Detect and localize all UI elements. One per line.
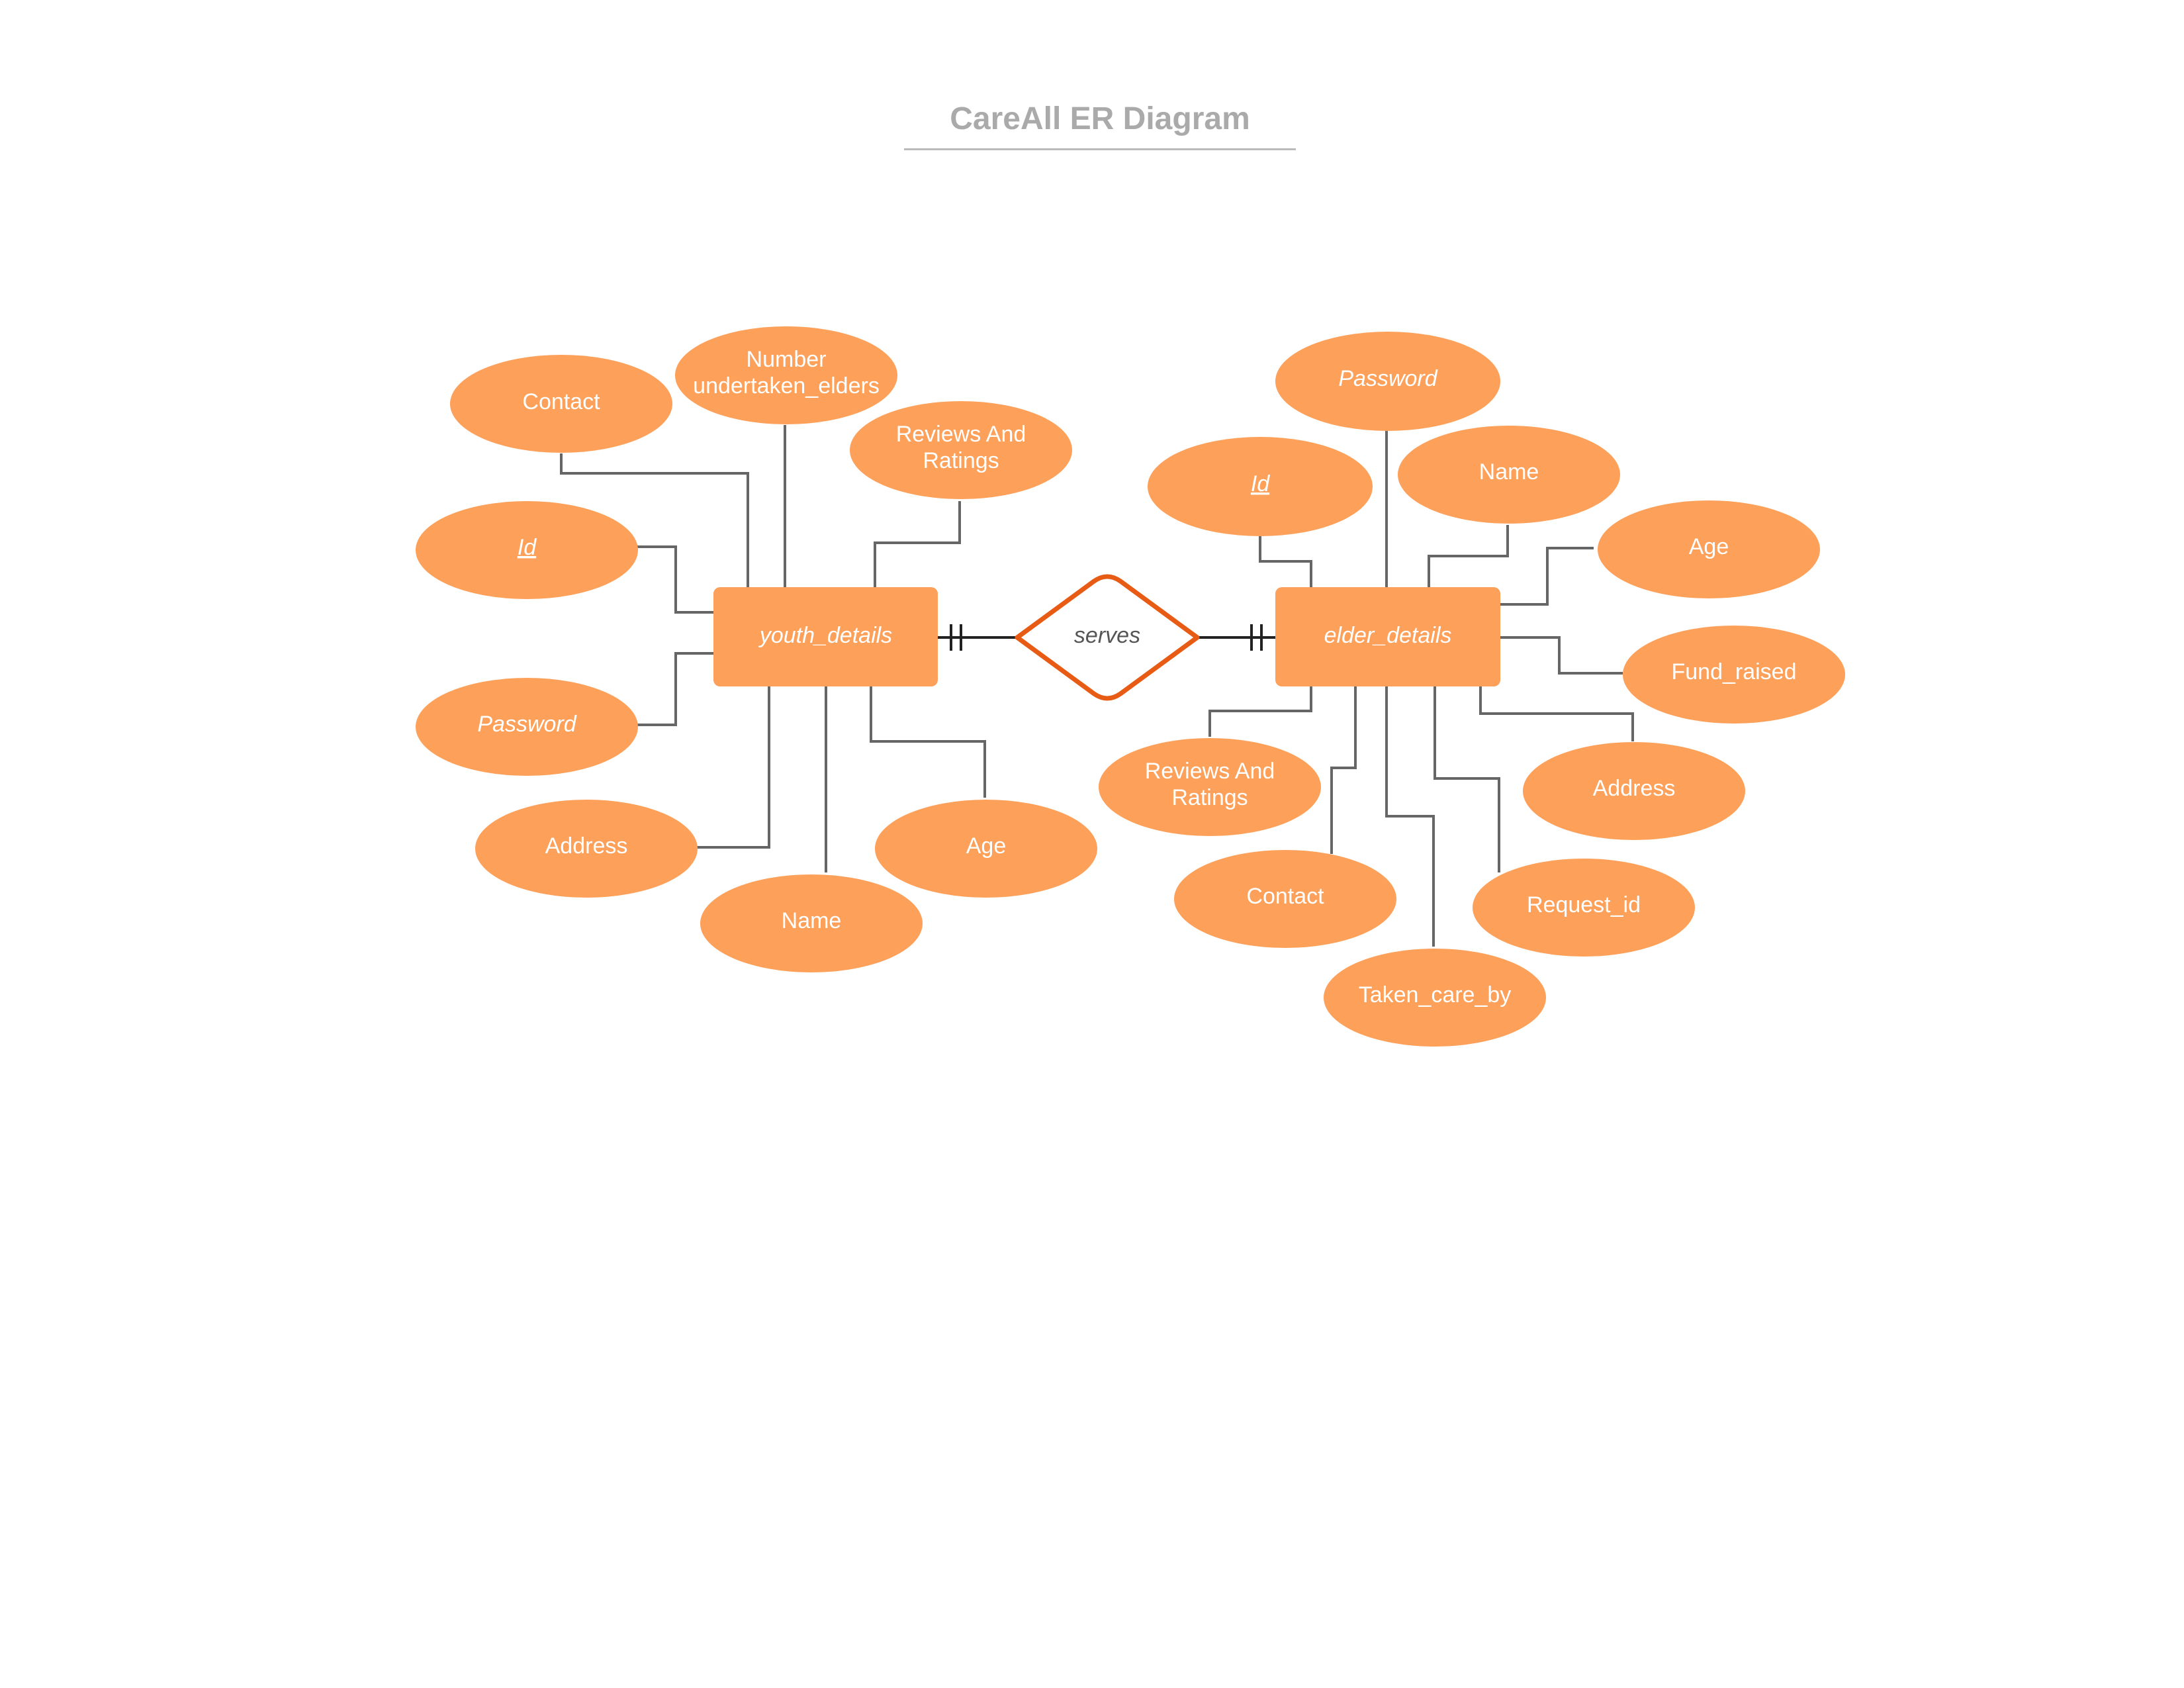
elder-attr-name[interactable]: Name	[1398, 426, 1620, 524]
elder-attr-name-label: Name	[1479, 459, 1539, 485]
youth-attr-number-undertaken-elders[interactable]: Number undertaken_elders	[675, 326, 897, 424]
elder-attr-id[interactable]: Id	[1148, 437, 1373, 536]
youth-attr-number-label-line2: undertaken_elders	[693, 373, 880, 399]
diagram-title: CareAll ER Diagram	[950, 101, 1250, 136]
youth-attr-name[interactable]: Name	[700, 874, 923, 972]
elder-attr-id-label: Id	[1251, 471, 1270, 496]
youth-attr-contact[interactable]: Contact	[450, 355, 672, 453]
entity-youth-details[interactable]: youth_details	[713, 587, 938, 686]
youth-attr-name-label: Name	[782, 908, 842, 933]
entity-elder-details[interactable]: elder_details	[1275, 587, 1500, 686]
elder-attr-request-id-label: Request_id	[1527, 892, 1641, 917]
youth-attr-age[interactable]: Age	[875, 800, 1097, 898]
elder-connectors	[1208, 431, 1634, 947]
youth-attr-password[interactable]: Password	[416, 678, 638, 776]
entity-elder-label: elder_details	[1324, 623, 1452, 648]
youth-attr-id-label: Id	[518, 535, 537, 560]
youth-attr-address-label: Address	[545, 833, 628, 859]
relationship-label: serves	[1074, 623, 1140, 648]
elder-attr-address-label: Address	[1593, 776, 1676, 801]
youth-attr-id[interactable]: Id	[416, 501, 638, 599]
elder-attr-request-id[interactable]: Request_id	[1473, 859, 1695, 957]
elder-attr-fund-raised[interactable]: Fund_raised	[1623, 626, 1845, 724]
youth-attr-age-label: Age	[966, 833, 1007, 859]
youth-attr-reviews-and-ratings[interactable]: Reviews And Ratings	[850, 401, 1072, 499]
relationship-serves[interactable]: serves	[1015, 574, 1200, 701]
elder-attr-taken-care-by[interactable]: Taken_care_by	[1324, 949, 1546, 1047]
youth-attr-reviews-label-line2: Ratings	[923, 448, 999, 473]
elder-attr-password[interactable]: Password	[1275, 332, 1500, 431]
youth-attr-reviews-label-line1: Reviews And	[896, 422, 1026, 447]
entity-youth-label: youth_details	[758, 623, 892, 648]
relationship-lines	[938, 624, 1275, 651]
youth-attr-address[interactable]: Address	[475, 800, 698, 898]
elder-attr-reviews-and-ratings[interactable]: Reviews And Ratings	[1099, 738, 1321, 836]
elder-attr-taken-care-by-label: Taken_care_by	[1359, 982, 1512, 1008]
elder-attr-reviews-label-line2: Ratings	[1171, 785, 1248, 810]
youth-connectors	[560, 425, 986, 872]
youth-attr-contact-label: Contact	[522, 389, 600, 414]
elder-attr-reviews-label-line1: Reviews And	[1145, 759, 1275, 784]
elder-attr-contact[interactable]: Contact	[1174, 850, 1396, 948]
elder-attr-age-label: Age	[1689, 534, 1729, 559]
elder-attr-contact-label: Contact	[1246, 884, 1324, 909]
youth-attr-number-label-line1: Number	[747, 347, 827, 372]
youth-attr-password-label: Password	[477, 712, 576, 737]
elder-attr-password-label: Password	[1338, 366, 1437, 391]
elder-attr-address[interactable]: Address	[1523, 742, 1745, 840]
elder-attr-fund-raised-label: Fund_raised	[1671, 659, 1796, 684]
elder-attr-age[interactable]: Age	[1598, 500, 1820, 598]
title-underline	[904, 148, 1296, 150]
